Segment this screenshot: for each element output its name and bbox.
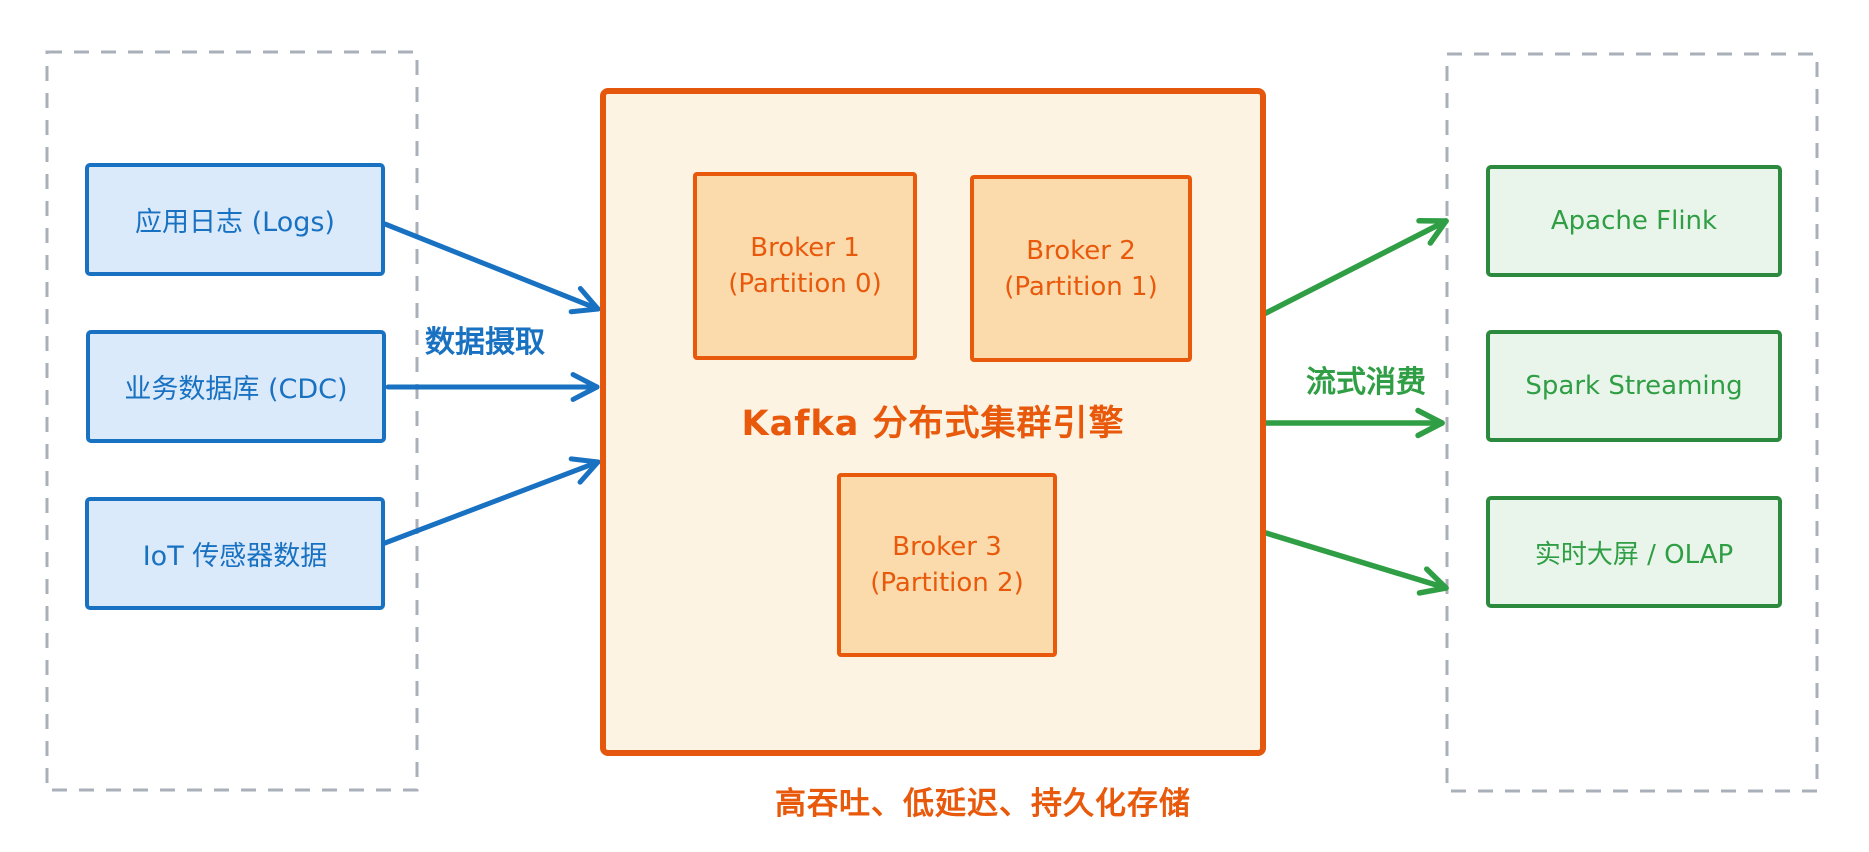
broker-3-partition: (Partition 2) (870, 568, 1024, 598)
kafka-cluster-title: Kafka 分布式集群引擎 (741, 403, 1125, 444)
broker-2-name: Broker 2 (1026, 235, 1136, 266)
broker-1-name: Broker 1 (750, 233, 860, 263)
source-node-iot-sensor-data-label: IoT 传感器数据 (142, 541, 328, 572)
consumer-node-spark-streaming: Spark Streaming (1486, 330, 1782, 442)
consumer-node-apache-flink: Apache Flink (1486, 165, 1782, 277)
broker-3-node: Broker 3 (Partition 2) (837, 473, 1057, 657)
stream-consume-flow-label: 流式消费 (1306, 365, 1426, 400)
source-node-app-logs: 应用日志 (Logs) (85, 163, 385, 276)
broker-3-name: Broker 3 (892, 532, 1002, 562)
consumer-node-realtime-dashboard-olap: 实时大屏 / OLAP (1486, 496, 1782, 608)
source-node-iot-sensor-data: IoT 传感器数据 (85, 497, 385, 610)
source-node-app-logs-label: 应用日志 (Logs) (135, 207, 335, 238)
data-ingest-flow-label: 数据摄取 (425, 325, 545, 360)
broker-2-node: Broker 2 (Partition 1) (970, 175, 1192, 362)
kafka-caption: 高吞吐、低延迟、持久化存储 (775, 785, 1191, 822)
consumer-node-spark-streaming-label: Spark Streaming (1525, 371, 1743, 401)
consumer-node-apache-flink-label: Apache Flink (1550, 206, 1718, 236)
source-node-business-db-cdc-label: 业务数据库 (CDC) (124, 374, 348, 405)
broker-1-partition: (Partition 0) (728, 269, 882, 299)
consumer-node-realtime-dashboard-olap-label: 实时大屏 / OLAP (1534, 539, 1734, 570)
broker-2-partition: (Partition 1) (1004, 271, 1158, 302)
source-node-business-db-cdc: 业务数据库 (CDC) (86, 330, 386, 443)
broker-1-node: Broker 1 (Partition 0) (693, 172, 917, 360)
